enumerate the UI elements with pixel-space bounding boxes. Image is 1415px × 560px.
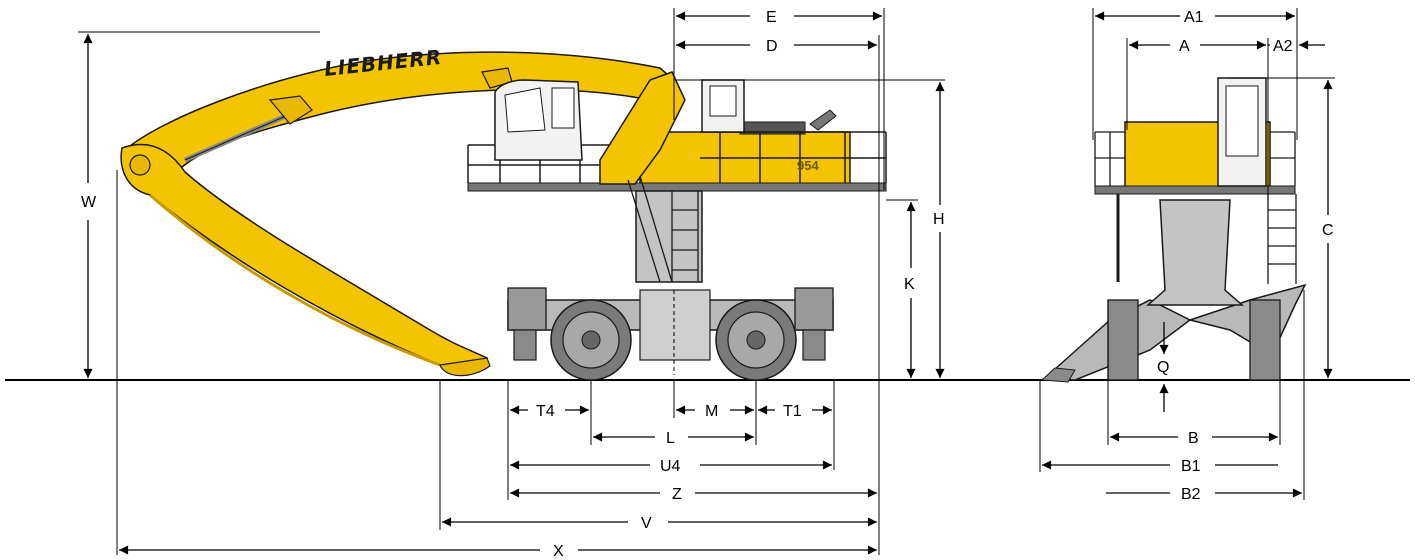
model-badge: 954 [797, 158, 819, 173]
upper-platform [467, 182, 887, 192]
stick-shadow [149, 193, 441, 367]
front-wheel-left [1107, 299, 1139, 381]
stick-cylinder-edge [184, 111, 296, 161]
dim-label-Z: Z [672, 486, 682, 503]
dim-label-B: B [1188, 430, 1199, 447]
outrigger-pad-front [513, 329, 537, 361]
cab-side-window [551, 87, 575, 129]
front-wheel [550, 299, 632, 381]
front-view-machine [1040, 77, 1307, 383]
boom-foot [599, 71, 686, 185]
front-ladder [1267, 194, 1297, 284]
tool-tip [439, 357, 491, 377]
front-dimension-labels: A1 A A2 C Q B B1 B2 [1157, 9, 1334, 503]
outrigger-pad-rear [802, 329, 826, 361]
dim-label-X: X [553, 543, 564, 560]
center-step-box [639, 289, 711, 361]
dim-label-Q: Q [1157, 359, 1169, 376]
exhaust [809, 109, 837, 131]
dim-label-A2: A2 [1273, 38, 1293, 55]
dim-label-M: M [705, 403, 718, 420]
access-ladder [627, 175, 699, 283]
side-dimension-arrows [83, 11, 945, 555]
dim-label-A: A [1179, 38, 1190, 55]
outrigger-front [507, 287, 547, 331]
dim-label-B2: B2 [1181, 486, 1201, 503]
dim-label-L: L [666, 430, 675, 447]
dim-label-C: C [1322, 222, 1334, 239]
rear-cab-window [709, 85, 737, 117]
front-platform [1094, 185, 1296, 195]
stick-pivot [129, 154, 151, 176]
dim-label-B1: B1 [1181, 458, 1201, 475]
dim-label-H: H [933, 211, 945, 228]
front-wheel-right [1249, 299, 1281, 381]
side-view-machine: LIEBHERR 954 [120, 45, 887, 381]
front-railings [1094, 131, 1296, 186]
outrigger-rear [794, 287, 834, 331]
dim-label-E: E [766, 9, 777, 26]
dim-label-D: D [766, 38, 778, 55]
dim-label-T1: T1 [783, 403, 802, 420]
stick [120, 143, 488, 370]
front-dimension-arrows [1042, 11, 1333, 498]
dim-label-T4: T4 [536, 403, 555, 420]
rear-wheel [715, 299, 797, 381]
cab-window [504, 87, 546, 133]
side-dimension-labels: E D W H K T4 M T1 L U4 Z V X [81, 9, 945, 560]
dim-label-K: K [904, 276, 915, 293]
dim-label-W: W [81, 194, 97, 211]
front-dimension-lines [1039, 8, 1335, 500]
side-dimension-lines [78, 8, 945, 555]
dim-label-V: V [641, 515, 652, 532]
dim-label-A1: A1 [1184, 9, 1204, 26]
front-cab-window [1225, 85, 1259, 157]
front-tower [1146, 199, 1244, 306]
front-pad-left [1040, 367, 1076, 383]
boom-bracket [268, 95, 313, 125]
dim-label-U4: U4 [660, 458, 681, 475]
